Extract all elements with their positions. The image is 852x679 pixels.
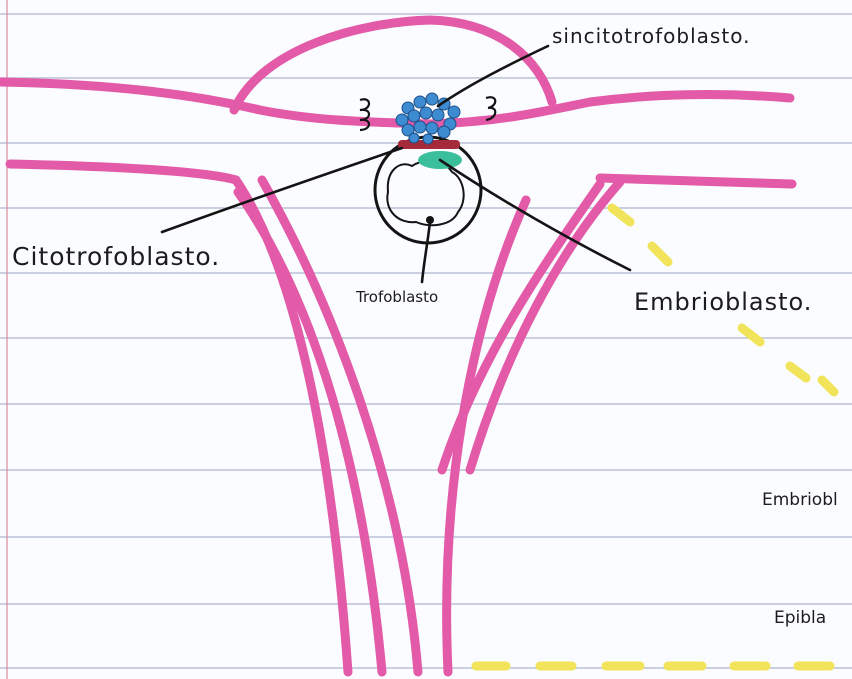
syncytiotrophoblast-cells — [396, 93, 460, 144]
gland-left-outer — [236, 180, 348, 672]
label-embrioblasto: Embrioblasto. — [634, 288, 812, 316]
label-epibla-partial: Epibla — [774, 608, 826, 628]
highlighter-dashes — [476, 208, 834, 666]
blastocoel-wavy — [387, 161, 463, 225]
cavity-right-wall — [600, 178, 792, 184]
cavity-left-wall — [10, 164, 236, 180]
label-trofoblasto: Trofoblasto — [356, 288, 438, 306]
label-citotrofoblasto: Citotrofoblasto. — [12, 242, 220, 271]
label-embriobl-partial: Embriobl — [762, 490, 838, 510]
endometrium-surface — [0, 82, 790, 124]
blastocyst — [375, 93, 481, 243]
endometrium-dome — [234, 20, 552, 110]
label-sincitotrofoblasto: sincitotrofoblasto. — [552, 24, 750, 48]
